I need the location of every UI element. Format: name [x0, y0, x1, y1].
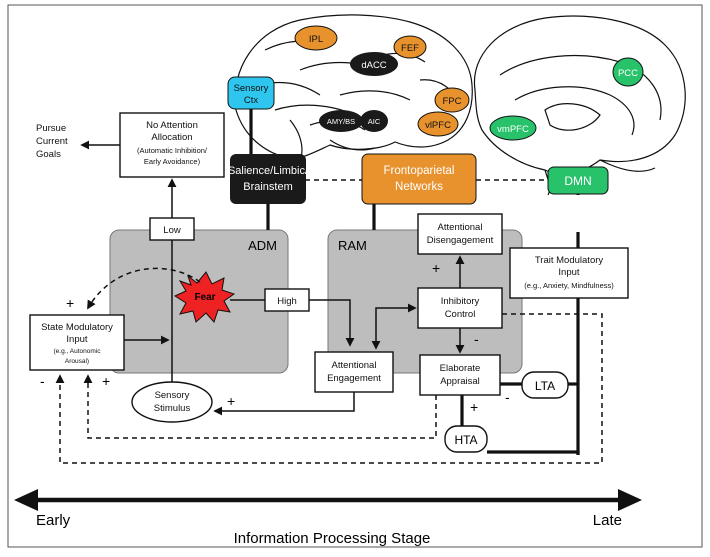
svg-text:Frontoparietal: Frontoparietal	[384, 165, 455, 177]
svg-text:Disengagement: Disengagement	[427, 235, 494, 246]
minus-sign-lta: -	[505, 389, 510, 405]
arrow-engagement-to-stimulus	[213, 392, 355, 416]
svg-text:Fear: Fear	[194, 292, 215, 303]
svg-text:AMY/BS: AMY/BS	[327, 117, 355, 126]
hta-node: HTA	[444, 425, 488, 453]
svg-text:Networks: Networks	[395, 181, 443, 193]
svg-text:(e.g., Anxiety, Mindfulness): (e.g., Anxiety, Mindfulness)	[524, 281, 614, 290]
svg-text:IPL: IPL	[309, 34, 323, 45]
svg-text:Attentional: Attentional	[438, 222, 483, 233]
svg-text:FEF: FEF	[401, 43, 419, 54]
region-dacc: dACC	[350, 52, 398, 76]
svg-text:DMN: DMN	[564, 174, 591, 188]
pursue-current-goals-label: Pursue Current Goals	[36, 123, 68, 160]
svg-text:Sensory: Sensory	[155, 390, 190, 401]
plus-sign-hta: +	[470, 399, 478, 415]
svg-text:LTA: LTA	[535, 379, 555, 393]
svg-text:Low: Low	[163, 225, 181, 236]
region-amy-bs: AMY/BS	[319, 110, 363, 132]
minus-sign-appraisal: -	[474, 331, 479, 347]
plus-sign-state-top: +	[66, 295, 74, 311]
axis-late-label: Late	[593, 512, 622, 529]
region-aic: AIC	[360, 110, 388, 132]
salience-limbic-brainstem-node: Salience/Limbic/ Brainstem	[228, 154, 309, 204]
high-box: High	[264, 288, 310, 312]
plus-sign-state-bottom: +	[102, 373, 110, 389]
region-vlpfc: vlPFC	[417, 111, 459, 137]
fear-to-state-dashed-arrow	[87, 267, 201, 310]
svg-text:Arousal): Arousal)	[65, 358, 89, 365]
svg-text:Elaborate: Elaborate	[440, 363, 481, 374]
sensory-stimulus-node: Sensory Stimulus	[131, 381, 213, 423]
svg-text:No Attention: No Attention	[146, 120, 198, 131]
arrow-high-to-engagement	[309, 299, 355, 347]
svg-text:Goals: Goals	[36, 149, 61, 160]
minus-sign-state: -	[40, 373, 45, 389]
region-fef: FEF	[393, 35, 427, 59]
state-modulatory-input-box: State Modulatory Input (e.g., Autonomic …	[29, 314, 125, 371]
low-box: Low	[149, 217, 195, 241]
svg-text:Current: Current	[36, 136, 68, 147]
svg-text:State Modulatory: State Modulatory	[41, 322, 113, 333]
trait-modulatory-input-box: Trait Modulatory Input (e.g., Anxiety, M…	[509, 247, 629, 299]
arrow-inhibitory-engagement	[371, 303, 417, 350]
svg-text:vlPFC: vlPFC	[425, 120, 451, 131]
svg-text:Inhibitory: Inhibitory	[441, 296, 480, 307]
svg-text:Sensory: Sensory	[234, 83, 269, 94]
svg-text:FPC: FPC	[443, 96, 462, 107]
svg-text:Control: Control	[445, 309, 476, 320]
frontoparietal-networks-node: Frontoparietal Networks	[361, 153, 477, 205]
elaborate-appraisal-box: Elaborate Appraisal	[419, 354, 501, 396]
svg-text:Input: Input	[558, 267, 579, 278]
svg-text:Pursue: Pursue	[36, 123, 66, 134]
region-ipl: IPL	[294, 25, 338, 51]
processing-stage-axis	[14, 489, 642, 511]
svg-text:ADM: ADM	[248, 238, 277, 253]
region-sensory-ctx: Sensory Ctx	[227, 76, 275, 110]
axis-title: Information Processing Stage	[234, 530, 431, 547]
svg-text:Appraisal: Appraisal	[440, 376, 480, 387]
svg-text:Attentional: Attentional	[332, 360, 377, 371]
attentional-disengagement-box: Attentional Disengagement	[417, 213, 503, 255]
svg-text:High: High	[277, 296, 297, 307]
svg-text:Trait Modulatory: Trait Modulatory	[535, 255, 604, 266]
inhibitory-control-box: Inhibitory Control	[417, 287, 503, 329]
dmn-node: DMN	[547, 166, 609, 195]
svg-text:Input: Input	[66, 334, 87, 345]
svg-text:Engagement: Engagement	[327, 373, 381, 384]
svg-text:RAM: RAM	[338, 238, 367, 253]
inhibitory-dashed-feedback-arrow	[55, 313, 603, 464]
fear-burst: Fear	[173, 271, 236, 323]
region-pcc: PCC	[612, 57, 644, 87]
region-fpc: FPC	[434, 87, 470, 113]
svg-text:(Automatic Inhibition/: (Automatic Inhibition/	[137, 146, 208, 155]
axis-early-label: Early	[36, 512, 71, 529]
svg-text:Early Avoidance): Early Avoidance)	[144, 157, 201, 166]
outer-frame	[7, 4, 703, 548]
svg-text:Allocation: Allocation	[151, 132, 192, 143]
svg-text:Stimulus: Stimulus	[154, 403, 191, 414]
svg-text:dACC: dACC	[361, 60, 386, 71]
attentional-engagement-box: Attentional Engagement	[314, 351, 394, 393]
hta-trait-link	[487, 450, 580, 455]
plus-sign-disengagement: +	[432, 260, 440, 276]
svg-text:Ctx: Ctx	[244, 95, 259, 106]
appraisal-dashed-feedback-arrow	[83, 374, 437, 439]
svg-text:(e.g., Autonomic: (e.g., Autonomic	[54, 348, 102, 355]
plus-sign-engagement: +	[227, 393, 235, 409]
no-attention-allocation-box: No Attention Allocation (Automatic Inhib…	[119, 112, 225, 178]
region-vmpfc: vmPFC	[489, 115, 537, 141]
svg-text:Brainstem: Brainstem	[243, 181, 293, 193]
svg-text:PCC: PCC	[618, 68, 638, 79]
svg-text:Salience/Limbic/: Salience/Limbic/	[228, 165, 309, 177]
svg-text:HTA: HTA	[454, 433, 477, 447]
lta-node: LTA	[521, 371, 569, 399]
svg-text:AIC: AIC	[368, 117, 381, 126]
svg-text:vmPFC: vmPFC	[497, 124, 529, 135]
